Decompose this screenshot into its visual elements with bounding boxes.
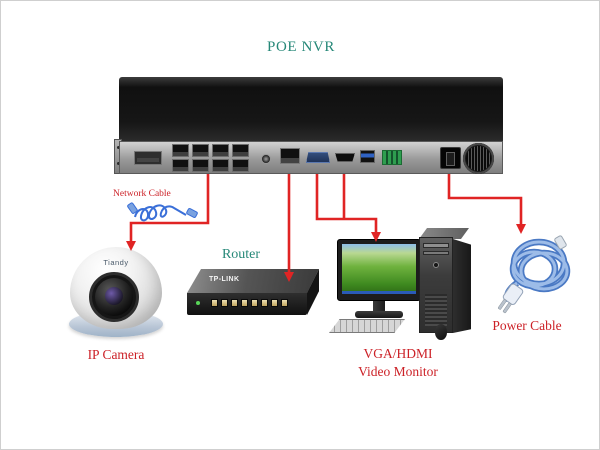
network-cable-label: Network Cable	[113, 189, 171, 199]
tower-drive-bay	[423, 243, 449, 248]
monitor-stand-neck	[373, 301, 385, 312]
monitor-taskbar	[342, 291, 416, 294]
router-port	[271, 299, 278, 307]
nvr-vga-port	[306, 152, 330, 163]
nvr-chassis-top	[119, 77, 503, 141]
router-port	[281, 299, 288, 307]
router-ports-row	[211, 299, 288, 307]
ip-camera-lens-glint	[105, 287, 123, 305]
tower-top-face	[419, 228, 469, 239]
power-cable-drawing	[498, 235, 571, 314]
router-port	[261, 299, 268, 307]
nvr-power-switch	[446, 152, 455, 166]
router-device: TP-LINK	[187, 269, 319, 317]
nvr-ear-screw-hole	[117, 146, 120, 149]
router-port	[251, 299, 258, 307]
router-status-led	[196, 301, 200, 305]
router-port	[241, 299, 248, 307]
router-port	[211, 299, 218, 307]
router-brand: TP-LINK	[209, 276, 240, 283]
tower-power-button	[433, 262, 439, 268]
nvr-poe-port	[212, 144, 229, 157]
nvr-hdmi-port	[335, 153, 355, 162]
video-monitor-label-line2: Video Monitor	[358, 364, 438, 379]
nvr-poe-port	[232, 159, 249, 172]
page-title: POE NVR	[267, 39, 335, 55]
router-label: Router	[221, 247, 261, 262]
arrow-nvr-to-monitor	[315, 174, 378, 233]
ip-camera-label: IP Camera	[87, 347, 145, 362]
tower-front-face	[419, 237, 453, 333]
nvr-fan	[463, 143, 494, 174]
router-top-face: TP-LINK	[187, 269, 319, 293]
router-port	[221, 299, 228, 307]
arrow-nvr-to-power-cable	[447, 174, 523, 225]
ip-camera-brand: Tiandy	[103, 258, 129, 267]
nvr-poe-port	[172, 144, 189, 157]
power-cable-label: Power Cable	[492, 318, 562, 333]
nvr-alarm-terminal	[382, 150, 402, 165]
monitor-stand-base	[355, 311, 403, 318]
tower-vents	[425, 294, 447, 326]
tower-side-face	[453, 239, 471, 333]
tower-drive-bay	[423, 251, 449, 255]
nvr-power-inlet	[440, 147, 461, 169]
monitor-bezel	[337, 239, 421, 301]
network-cable-connector	[127, 202, 138, 214]
network-cable-drawing	[127, 202, 198, 222]
network-cable-connector	[186, 208, 198, 218]
nvr-device	[114, 77, 506, 174]
video-monitor-label-line1: VGA/HDMI	[363, 346, 433, 361]
nvr-logo-plate	[134, 151, 162, 165]
nvr-poe-port	[212, 159, 229, 172]
nvr-ear-screw-hole	[117, 162, 120, 165]
arrow-nvr-to-camera	[129, 174, 210, 242]
power-plug	[498, 283, 524, 314]
nvr-poe-port	[192, 159, 209, 172]
nvr-audio-connector	[261, 154, 271, 164]
nvr-lan-port	[280, 148, 300, 164]
power-cable-end-connector	[554, 235, 567, 250]
nvr-poe-port	[232, 144, 249, 157]
arrowhead-power-cable	[516, 224, 526, 234]
ip-camera-device: Tiandy	[67, 247, 165, 343]
video-monitor-label: VGA/HDMI Video Monitor	[331, 345, 465, 381]
network-cable-curl	[134, 204, 187, 222]
nvr-front-panel	[119, 141, 503, 174]
nvr-poe-port	[192, 144, 209, 157]
monitor-screen	[342, 244, 416, 294]
ip-camera-lens	[89, 272, 139, 322]
tower-pc-device	[417, 228, 477, 334]
mouse	[435, 324, 447, 340]
ip-camera-dome: Tiandy	[70, 247, 162, 329]
nvr-fan-grille-slats	[466, 146, 491, 171]
keyboard	[329, 319, 405, 333]
router-port	[231, 299, 238, 307]
router-front-face	[187, 293, 307, 315]
nvr-usb-port	[360, 150, 375, 163]
nvr-poe-port	[172, 159, 189, 172]
